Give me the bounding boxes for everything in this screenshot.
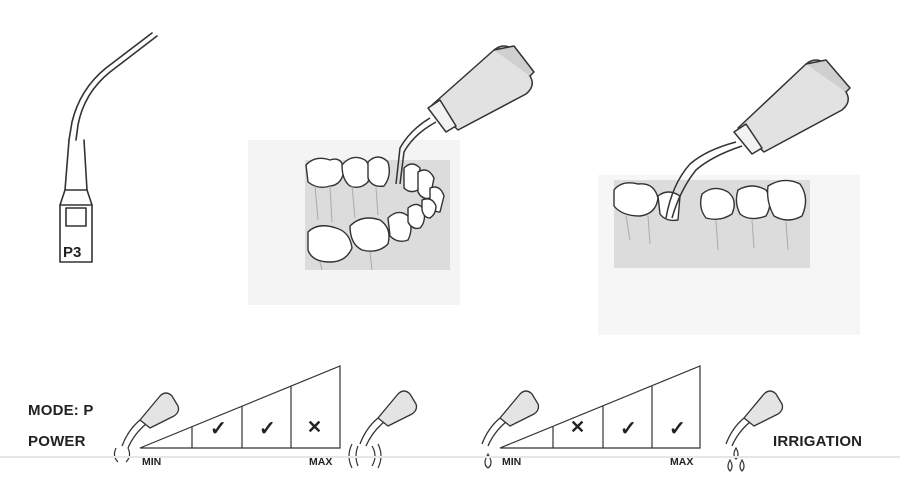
irrigation-label: IRRIGATION <box>773 433 863 450</box>
irrigation-level-2-mark: ✓ <box>620 418 637 440</box>
mode-label: MODE: P <box>28 402 94 419</box>
footer-divider <box>0 456 900 458</box>
tip-code-label: P3 <box>63 244 82 261</box>
irrigation-min-label: MIN <box>502 456 522 468</box>
power-min-label: MIN <box>142 456 162 468</box>
power-label: POWER <box>28 433 86 450</box>
irrigation-level-3-mark: ✓ <box>669 418 686 440</box>
irrigation-max-label: MAX <box>670 456 694 468</box>
power-level-2-mark: ✓ <box>259 418 276 440</box>
power-level-1-mark: ✓ <box>210 418 227 440</box>
irrigation-level-1-mark: ✕ <box>570 417 586 437</box>
power-max-label: MAX <box>309 456 333 468</box>
power-level-3-mark: ✕ <box>307 417 323 437</box>
